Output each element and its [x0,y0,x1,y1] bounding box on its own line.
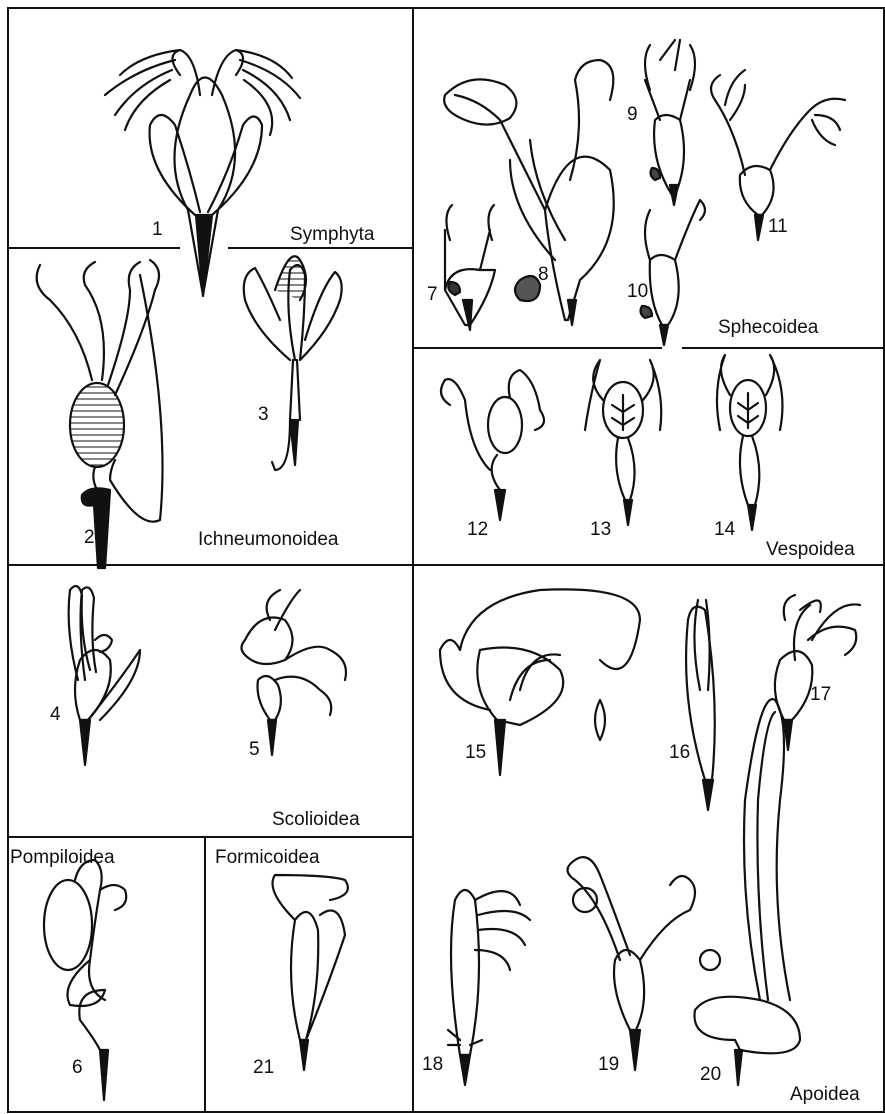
gland-drawing-13 [585,360,661,525]
gland-drawing-7 [445,205,495,330]
figure-number-19: 19 [598,1055,619,1074]
group-label-ichneumonoidea: Ichneumonoidea [198,530,339,549]
figure-number-5: 5 [249,740,260,759]
figure-number-3: 3 [258,405,269,424]
group-label-vespoidea: Vespoidea [766,540,855,559]
gland-drawing-5 [242,590,347,755]
figure-number-10: 10 [627,282,648,301]
figure-number-21: 21 [253,1058,274,1077]
gland-drawing-18 [448,890,530,1085]
figure-number-9: 9 [627,105,638,124]
gland-drawing-14 [717,355,783,530]
gland-drawing-17 [775,595,860,750]
gland-drawing-4 [69,586,140,765]
gland-drawing-8 [444,60,614,325]
group-label-apoidea: Apoidea [790,1085,860,1104]
panel-grid [8,8,884,1112]
figure-number-11: 11 [768,217,788,236]
gland-drawing-1 [105,50,300,296]
group-label-sphecoidea: Sphecoidea [718,318,818,337]
figure-number-20: 20 [700,1065,721,1084]
figure-number-12: 12 [467,520,488,539]
gland-drawing-3 [244,256,342,470]
figure-number-14: 14 [714,520,735,539]
gland-drawing-11 [711,70,845,240]
figure-number-6: 6 [72,1058,83,1077]
figure-number-18: 18 [422,1055,443,1074]
figure-number-8: 8 [538,265,549,284]
figure-number-17: 17 [810,685,831,704]
gland-drawing-21 [273,875,348,1070]
gland-drawing-19 [568,857,721,1070]
gland-drawing-9 [645,40,695,205]
group-label-symphyta: Symphyta [290,225,374,244]
group-label-formicoidea: Formicoidea [215,848,320,867]
figure-number-7: 7 [427,285,438,304]
figure-number-15: 15 [465,743,486,762]
figure-number-13: 13 [590,520,611,539]
gland-drawing-16 [686,600,715,810]
figure-number-16: 16 [669,743,690,762]
group-label-pompiloidea: Pompiloidea [10,848,115,867]
figure-number-2: 2 [84,528,95,547]
gland-drawing-12 [441,370,544,520]
gland-drawing-6 [44,860,126,1100]
gland-drawing-10 [641,200,705,345]
figure-number-1: 1 [152,220,163,239]
group-label-scolioidea: Scolioidea [272,810,360,829]
figure-number-4: 4 [50,705,61,724]
gland-drawing-2 [37,260,163,568]
gland-drawing-20 [695,699,801,1085]
